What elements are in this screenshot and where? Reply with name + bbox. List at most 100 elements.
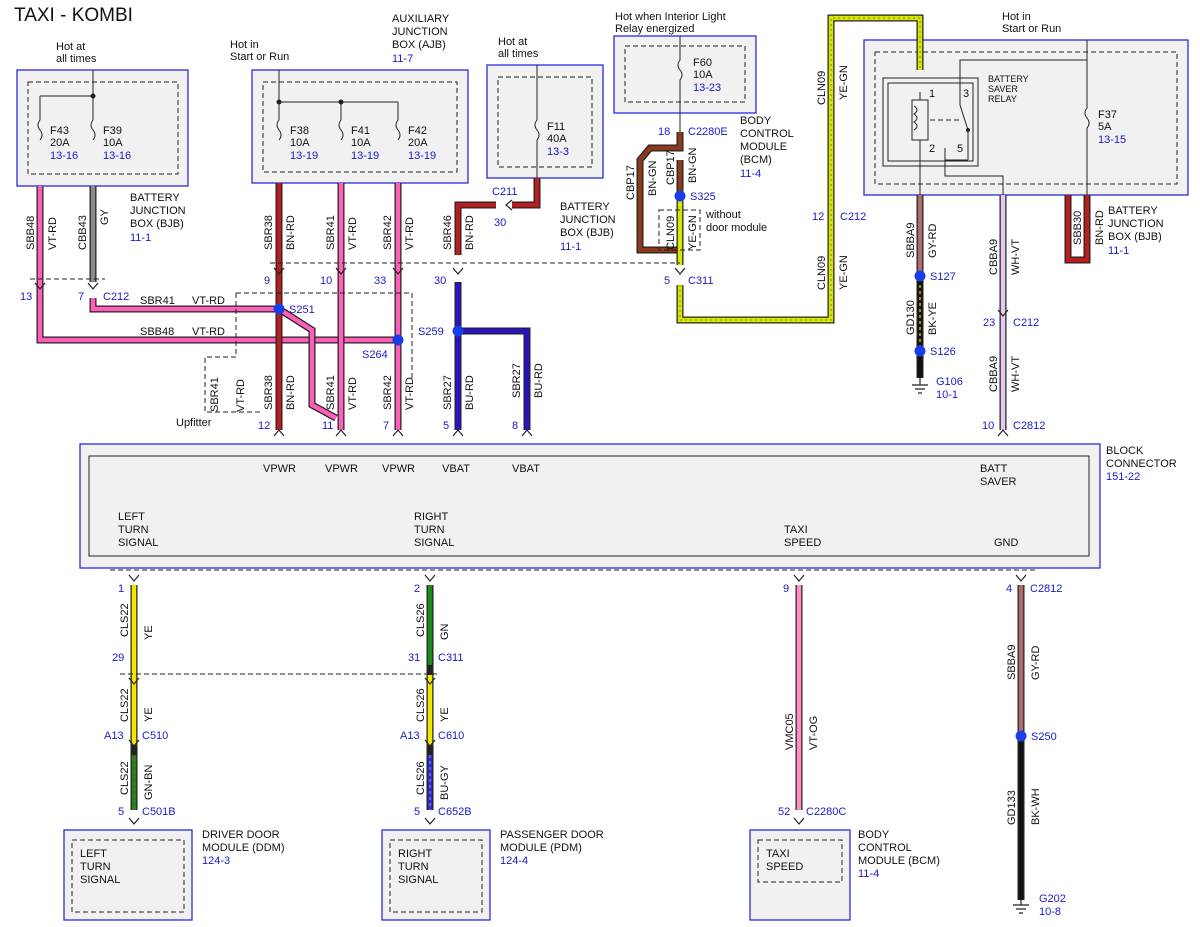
splice-s250	[1015, 730, 1027, 742]
lbl-sbr27-circuit: SBR27	[442, 375, 454, 410]
c2812-top: C2812	[1013, 420, 1045, 432]
connector-dash-lines	[30, 209, 1035, 675]
pin-2: 2	[414, 583, 420, 595]
bjb-left-hot-2: all times	[56, 53, 97, 65]
c311-top: C311	[688, 275, 713, 287]
splice-s259	[452, 325, 464, 337]
c311-bottom: C311	[438, 652, 463, 664]
pdm-ref: 124-4	[500, 855, 528, 867]
pin-9: 9	[264, 275, 270, 287]
grounds	[912, 378, 1029, 914]
fuse-f43-amp: 20A	[50, 137, 70, 149]
pdm-name-2: MODULE (PDM)	[500, 842, 582, 854]
splice-s126	[914, 345, 926, 357]
pdm-name-1: PASSENGER DOOR	[500, 829, 604, 841]
relay-name-2: SAVER	[988, 84, 1018, 94]
lbl-cls22-c-circuit: CLS22	[119, 761, 131, 795]
bjb-mid-hot-2: all times	[498, 48, 539, 60]
bjb-right-hot-2: Start or Run	[1002, 23, 1061, 35]
fuse-f42-id: F42	[408, 125, 427, 137]
upfitter-box	[204, 292, 413, 413]
relay-name-3: RELAY	[988, 94, 1017, 104]
lbl-upfit-sbr41-color: VT-RD	[235, 379, 247, 412]
lbl-sbr41-lower-circuit: SBR41	[325, 375, 337, 410]
ajb: Hot in Start or Run AUXILIARY JUNCTION B…	[230, 13, 469, 184]
ajb-inner	[262, 81, 458, 173]
bcm-top-name-2: CONTROL	[740, 128, 794, 140]
bcm-top-hot-2: Relay energized	[615, 23, 695, 35]
lbl-sbr41-color: VT-RD	[347, 217, 359, 250]
wires	[36, 14, 1091, 900]
lbl-g202-ref: 10-8	[1039, 906, 1061, 918]
lbl-sbr42-lower-circuit: SBR42	[382, 375, 394, 410]
block-name-1: BLOCK	[1106, 445, 1144, 457]
bjb-right-name-3: BOX (BJB)	[1108, 231, 1162, 243]
bcm-name-3: MODULE (BCM)	[858, 855, 940, 867]
relay-pin-2: 2	[929, 143, 935, 155]
splice-s325	[674, 190, 686, 202]
bcm-name-2: CONTROL	[858, 842, 912, 854]
fuse-f37-ref: 13-15	[1098, 134, 1126, 146]
lbl-sbba9-b-color: GY-RD	[1030, 646, 1042, 680]
block-out-left-2: TURN	[118, 524, 149, 536]
lbl-cbp17-circuit: CBP17	[625, 165, 637, 200]
c2280e-label: C2280E	[688, 126, 728, 138]
bcm-top-inner	[624, 45, 746, 103]
lbl-sbr27b-color: BU-RD	[533, 363, 545, 398]
bcm-ref: 11-4	[858, 868, 879, 880]
wire-sbb30	[1065, 195, 1090, 263]
block-out-left-1: LEFT	[118, 511, 145, 523]
relay-pin-1: 1	[929, 88, 935, 100]
block-out-left-3: SIGNAL	[118, 537, 158, 549]
lbl-gd133-circuit: GD133	[1006, 790, 1018, 825]
c211-label: C211	[492, 186, 517, 198]
block-input-vbat-2: VBAT	[512, 463, 540, 475]
lbl-sbr38-lower-circuit: SBR38	[263, 375, 275, 410]
lbl-cls26-b-color: YE	[439, 707, 451, 722]
module-ddm: LEFT TURN SIGNAL DRIVER DOOR MODULE (DDM…	[63, 829, 285, 921]
lbl-sbr27b-circuit: SBR27	[511, 363, 523, 398]
pdm-inner-2: TURN	[398, 861, 429, 873]
lbl-sbb48-horiz-circuit: SBB48	[140, 326, 174, 338]
fuse-f38-ref: 13-19	[290, 150, 318, 162]
lbl-g106: G106	[936, 376, 963, 388]
pin-labels: 13 7 C212 9 10 33 30 5 C311 12 C212 23 C…	[20, 211, 1062, 818]
pin-12-c212: 12	[812, 211, 824, 223]
bjb-right-name-1: BATTERY	[1108, 205, 1158, 217]
lbl-gd130-color: BK-YE	[927, 302, 939, 335]
lbl-sbba9-b-circuit: SBBA9	[1006, 645, 1018, 680]
c2280c-label: C2280C	[806, 806, 846, 818]
fuse-f60-amp: 10A	[693, 69, 713, 81]
relay-name-1: BATTERY	[988, 74, 1029, 84]
lbl-sbba9-color: GY-RD	[927, 224, 939, 258]
lbl-cls26-c-circuit: CLS26	[415, 761, 427, 795]
wire-labels: SBB48 VT-RD CBB43 GY SBR38 BN-RD SBR41 V…	[25, 65, 1106, 825]
fuse-f60-id: F60	[693, 57, 712, 69]
connector-arrows	[34, 199, 1027, 825]
lbl-sbr46-color: BN-RD	[464, 215, 476, 250]
bjb-mid-hot-1: Hot at	[498, 36, 527, 48]
bcm-inner-2: SPEED	[766, 861, 803, 873]
block-ref: 151-22	[1106, 471, 1140, 483]
ajb-name-2: JUNCTION	[392, 26, 448, 38]
pin-9-speed: 9	[783, 583, 789, 595]
lbl-upfit-sbr41-circuit: SBR41	[209, 377, 221, 412]
fuse-f42-amp: 20A	[408, 137, 428, 149]
pin-10-batt: 10	[982, 420, 994, 432]
bjb-left-inner	[27, 81, 179, 175]
lbl-cln09-top-color: YE-GN	[838, 65, 850, 100]
lbl-upfitter: Upfitter	[176, 417, 212, 429]
lbl-s250: S250	[1031, 731, 1057, 743]
lbl-without-2: door module	[706, 222, 767, 234]
lbl-cln09-inner-circuit: CLN09	[665, 216, 677, 250]
pin-11-vpwr: 11	[322, 420, 333, 432]
bjb-left-name-1: BATTERY	[130, 192, 180, 204]
fuse-f41-ref: 13-19	[351, 150, 379, 162]
c212-right: C212	[840, 211, 866, 223]
lbl-cbb43-circuit: CBB43	[77, 215, 89, 250]
ajb-ref: 11-7	[392, 53, 413, 65]
bjb-left-name-2: JUNCTION	[130, 205, 186, 217]
c510-label: C510	[142, 730, 168, 742]
c610-label: C610	[438, 730, 464, 742]
